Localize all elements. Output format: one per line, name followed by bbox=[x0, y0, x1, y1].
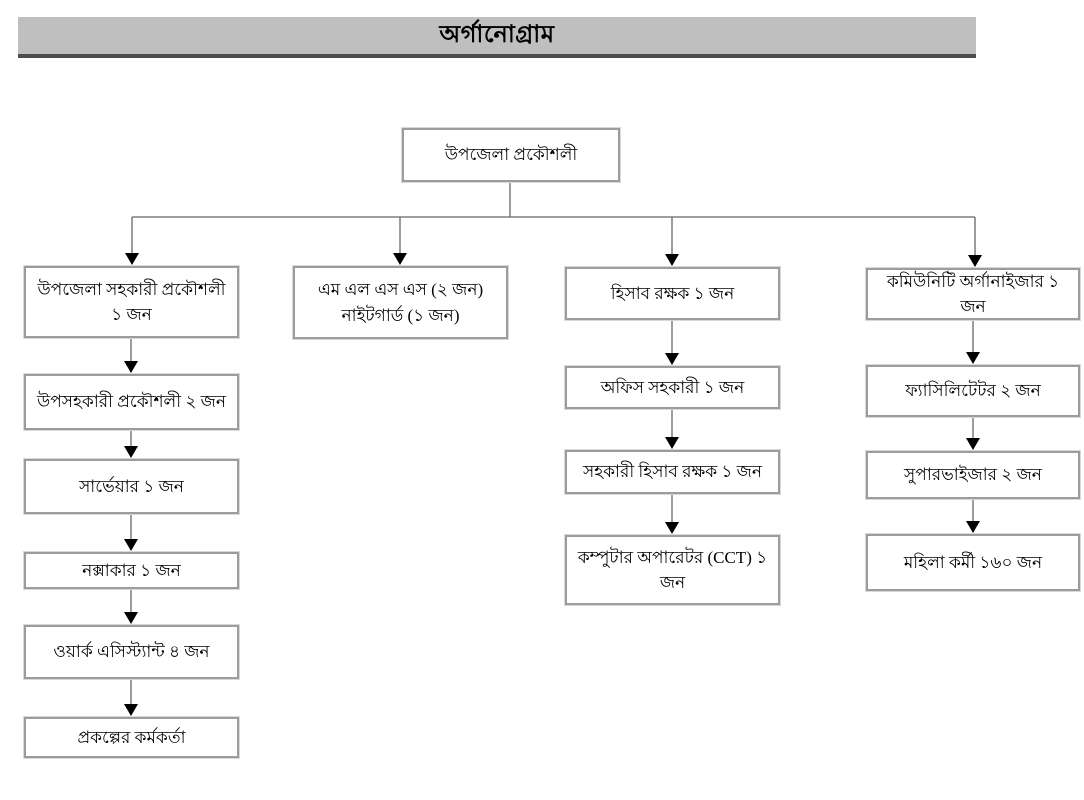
box-label: অফিস সহকারী ১ জন bbox=[600, 377, 745, 397]
org-box-work-assistant: ওয়ার্ক এসিস্ট্যান্ট ৪ জন bbox=[23, 624, 240, 680]
box-label: নক্সাকার ১ জন bbox=[82, 560, 181, 580]
page-title: অর্গানোগ্রাম bbox=[439, 21, 555, 48]
box-label: উপজেলা সহকারী প্রকৌশলী ১ জন bbox=[37, 279, 226, 325]
org-box-supervisor: সুপারভাইজার ২ জন bbox=[865, 450, 1081, 500]
box-label: এম এল এস এস (২ জন) নাইটগার্ড (১ জন) bbox=[317, 280, 484, 325]
box-label: হিসাব রক্ষক ১ জন bbox=[610, 283, 735, 303]
org-box-community-organizer: কমিউনিটি অর্গানাইজার ১ জন bbox=[865, 267, 1081, 321]
org-box-office-assistant: অফিস সহকারী ১ জন bbox=[564, 365, 781, 410]
org-box-accountant: হিসাব রক্ষক ১ জন bbox=[564, 266, 781, 321]
org-box-assistant-accountant: সহকারী হিসাব রক্ষক ১ জন bbox=[564, 449, 781, 495]
box-label: সহকারী হিসাব রক্ষক ১ জন bbox=[582, 462, 763, 482]
box-label: ফ্যাসিলিটেটর ২ জন bbox=[905, 381, 1041, 401]
box-label: উপসহকারী প্রকৌশলী ২ জন bbox=[36, 392, 226, 412]
org-box-upazila-assistant-engineer: উপজেলা সহকারী প্রকৌশলী ১ জন bbox=[23, 265, 240, 339]
box-label: মহিলা কর্মী ১৬০ জন bbox=[903, 552, 1043, 572]
box-label: প্রকল্পের কর্মকর্তা bbox=[77, 727, 186, 747]
title-bar: অর্গানোগ্রাম bbox=[18, 17, 976, 58]
box-label: সুপারভাইজার ২ জন bbox=[904, 465, 1042, 485]
box-label: সার্ভেয়ার ১ জন bbox=[79, 476, 184, 496]
org-box-facilitator: ফ্যাসিলিটেটর ২ জন bbox=[865, 364, 1081, 418]
org-box-mlss-nightguard: এম এল এস এস (২ জন) নাইটগার্ড (১ জন) bbox=[292, 265, 509, 340]
org-box-upazila-engineer: উপজেলা প্রকৌশলী bbox=[401, 127, 621, 183]
org-box-project-officer: প্রকল্পের কর্মকর্তা bbox=[23, 716, 240, 759]
org-box-surveyor: সার্ভেয়ার ১ জন bbox=[23, 458, 240, 515]
org-box-computer-operator: কম্পুটার অপারেটর (CCT) ১ জন bbox=[564, 534, 781, 606]
box-label: কম্পুটার অপারেটর (CCT) ১ জন bbox=[577, 547, 768, 593]
box-label: উপজেলা প্রকৌশলী bbox=[444, 145, 578, 165]
org-box-sub-assistant-engineer: উপসহকারী প্রকৌশলী ২ জন bbox=[23, 373, 240, 431]
org-box-draftsman: নক্সাকার ১ জন bbox=[23, 551, 240, 590]
box-label: ওয়ার্ক এসিস্ট্যান্ট ৪ জন bbox=[53, 642, 210, 662]
org-box-women-workers: মহিলা কর্মী ১৬০ জন bbox=[865, 533, 1081, 592]
box-label: কমিউনিটি অর্গানাইজার ১ জন bbox=[886, 271, 1060, 317]
